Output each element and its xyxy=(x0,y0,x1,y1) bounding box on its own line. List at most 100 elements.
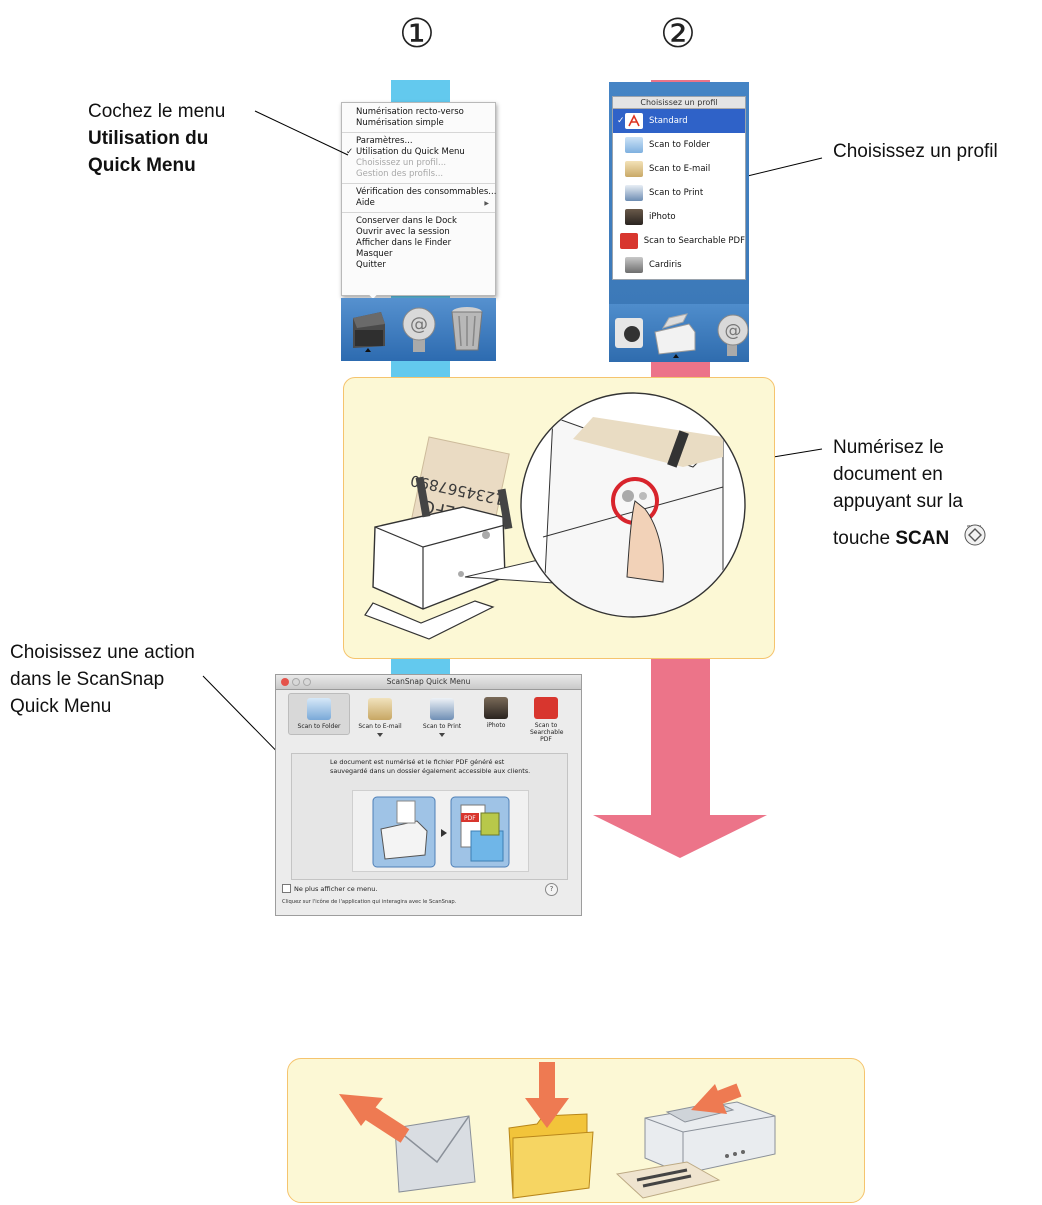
trash-dock-icon[interactable] xyxy=(447,304,487,354)
profile-item-label: Scan to Print xyxy=(649,188,704,198)
callout-text: Cochez le menu xyxy=(88,101,226,122)
menu-item-hide[interactable]: Masquer xyxy=(356,249,393,259)
zoom-icon[interactable] xyxy=(303,678,311,686)
svg-text:@: @ xyxy=(725,321,742,341)
menu-separator xyxy=(342,212,495,213)
check-mark-icon: ✓ xyxy=(346,147,354,157)
menu-item-duplex[interactable]: Numérisation recto-verso xyxy=(356,107,464,117)
qm-button-scan-to-folder[interactable]: Scan to Folder xyxy=(288,693,350,735)
menu-item-choose-profile: Choisissez un profil... xyxy=(356,158,447,168)
dock-strip: @ xyxy=(609,304,749,362)
scanner-body xyxy=(372,506,506,610)
menu-item-quit[interactable]: Quitter xyxy=(356,260,386,270)
qm-button-searchable-pdf[interactable]: Scan to Searchable PDF xyxy=(516,693,576,743)
profile-item-standard[interactable]: ✓ Standard xyxy=(613,109,745,133)
scanner-illustration: 1234567890 ABCDEFG xyxy=(364,392,746,640)
iphoto-icon xyxy=(484,697,508,719)
callout-text: touche SCAN SCAN xyxy=(833,524,1038,552)
profile-item-label: Scan to E-mail xyxy=(649,164,711,174)
scan-key-icon: SCAN xyxy=(963,519,987,549)
menu-item-manage-profiles: Gestion des profils... xyxy=(356,169,444,179)
trash-icon xyxy=(451,307,483,351)
qm-preview-illustration: PDF xyxy=(372,796,510,868)
print-arrow-icon xyxy=(691,1083,742,1114)
qm-button-scan-to-email[interactable]: Scan to E-mail xyxy=(350,693,410,737)
folder-icon xyxy=(307,698,331,720)
callout-text: document en xyxy=(833,464,943,485)
callout-text: Quick Menu xyxy=(10,696,112,717)
profile-item-scan-to-print[interactable]: Scan to Print xyxy=(613,181,745,205)
pdf-icon xyxy=(625,113,643,129)
pink-arrow-head xyxy=(593,815,767,858)
apple-dock-icon[interactable] xyxy=(615,318,643,348)
minimize-icon[interactable] xyxy=(292,678,300,686)
searchable-pdf-icon xyxy=(534,697,558,719)
save-arrow-icon xyxy=(525,1062,569,1128)
profile-item-scan-to-email[interactable]: Scan to E-mail xyxy=(613,157,745,181)
menu-item-use-quick-menu[interactable]: ✓ Utilisation du Quick Menu xyxy=(342,147,495,158)
menu-item-label: Utilisation du Quick Menu xyxy=(356,147,465,157)
callout-text-bold: Quick Menu xyxy=(88,155,196,176)
menu-item-help[interactable]: Aide ▶ xyxy=(342,198,495,209)
finger xyxy=(626,500,664,583)
qm-footer: Cliquez sur l'icône de l'application qui… xyxy=(282,899,457,905)
quick-menu-title: ScanSnap Quick Menu xyxy=(386,677,471,686)
close-icon[interactable] xyxy=(281,678,289,686)
callout-text: Numérisez le xyxy=(833,437,944,458)
profile-item-cardiris[interactable]: Cardiris xyxy=(613,253,745,277)
menu-item-show-in-finder[interactable]: Afficher dans le Finder xyxy=(356,238,452,248)
profile-item-label: iPhoto xyxy=(649,212,676,222)
checkbox[interactable] xyxy=(282,884,291,893)
apple-icon xyxy=(624,326,640,342)
profile-menu: Choisissez un profil ✓ Standard Scan to … xyxy=(612,96,746,280)
menu-pointer xyxy=(365,290,381,299)
profile-item-iphoto[interactable]: iPhoto xyxy=(613,205,745,229)
scan-button-small xyxy=(482,531,490,539)
qm-preview: PDF xyxy=(352,790,529,872)
checkbox-label: Ne plus afficher ce menu. xyxy=(294,884,378,893)
qm-button-label: iPhoto xyxy=(486,722,506,729)
scanner-icon xyxy=(353,312,385,352)
dropdown-arrow-icon[interactable] xyxy=(377,733,383,737)
pdf-label: PDF xyxy=(464,815,476,822)
scansnap-dock-icon[interactable] xyxy=(345,304,391,354)
callout-action: Choisissez une action dans le ScanSnap Q… xyxy=(10,639,270,720)
qm-checkbox-row[interactable]: Ne plus afficher ce menu. xyxy=(282,884,377,893)
qm-button-scan-to-print[interactable]: Scan to Print xyxy=(412,693,472,737)
mail-dock-icon[interactable]: @ xyxy=(399,306,439,354)
help-icon[interactable]: ? xyxy=(545,883,558,896)
qm-content-panel: Le document est numérisé et le fichier P… xyxy=(291,753,568,880)
qm-button-iphoto[interactable]: iPhoto xyxy=(466,693,526,729)
mail-dock-icon[interactable]: @ xyxy=(713,312,749,358)
qm-button-label: Scan to Folder xyxy=(297,723,341,730)
menu-item-keep-in-dock[interactable]: Conserver dans le Dock xyxy=(356,216,457,226)
profile-menu-screenshot: Choisissez un profil ✓ Standard Scan to … xyxy=(609,82,749,362)
svg-text:@: @ xyxy=(410,314,428,335)
callout-text-bold: Utilisation du xyxy=(88,128,209,149)
qm-button-label: Scan to Print xyxy=(422,723,462,730)
menu-item-consumables[interactable]: Vérification des consommables... xyxy=(356,187,497,197)
callout-choose-profile: Choisissez un profil xyxy=(833,141,998,162)
profile-item-scan-to-folder[interactable]: Scan to Folder xyxy=(613,133,745,157)
scanner-icon xyxy=(654,313,696,358)
menu-item-open-at-login[interactable]: Ouvrir avec la session xyxy=(356,227,450,237)
email-envelope-icon xyxy=(394,1115,476,1193)
menu-separator xyxy=(342,132,495,133)
email-icon xyxy=(368,698,392,720)
scansnap-dock-icon[interactable] xyxy=(649,310,699,358)
qm-description-line: Le document est numérisé et le fichier P… xyxy=(330,758,505,766)
menu-item-simplex[interactable]: Numérisation simple xyxy=(356,118,444,128)
printer-icon xyxy=(625,185,643,201)
menu-item-settings[interactable]: Paramètres... xyxy=(356,136,413,146)
dropdown-arrow-icon[interactable] xyxy=(439,733,445,737)
step-two-number: ② xyxy=(660,11,696,57)
profile-menu-header: Choisissez un profil xyxy=(613,97,745,109)
cardiris-icon xyxy=(625,257,643,273)
callout-quick-menu: Cochez le menu Utilisation du Quick Menu xyxy=(88,98,288,179)
callout-text: dans le ScanSnap xyxy=(10,669,165,690)
pink-flow-bottom xyxy=(651,655,710,815)
menu-item-label: Aide xyxy=(356,198,375,208)
scanner-tray xyxy=(364,600,495,640)
profile-item-searchable-pdf[interactable]: Scan to Searchable PDF xyxy=(613,229,745,253)
callout-text: touche xyxy=(833,528,896,549)
